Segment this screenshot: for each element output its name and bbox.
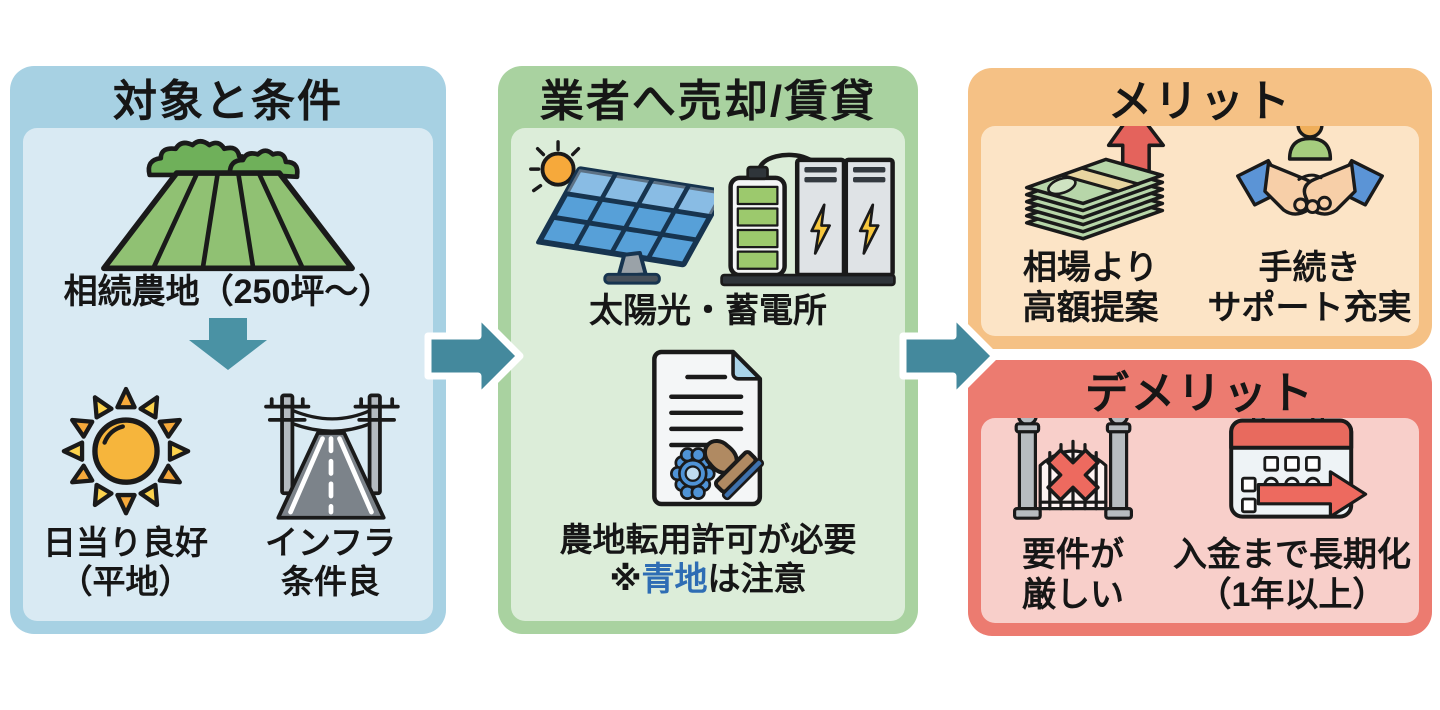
farmland-field-icon xyxy=(88,132,368,272)
farmland-label: 相続農地（250坪〜） xyxy=(63,273,393,311)
panel-conditions: 対象と条件 相続農地（250坪〜） xyxy=(10,66,446,634)
panel-merit-title: メリット xyxy=(1108,77,1292,126)
payment-label-line1: 入金まで長期化 xyxy=(1172,535,1411,574)
support-label-line2: サポート充実 xyxy=(1207,288,1412,327)
panel-demerit: デメリット xyxy=(968,360,1432,636)
infra-label-line2: 条件良 xyxy=(281,563,380,601)
support-column: 手続き サポート充実 xyxy=(1200,126,1419,336)
sunshine-label-line1: 日当り良好 xyxy=(43,524,208,562)
payment-column: 入金まで長期化 （1年以上） xyxy=(1165,418,1419,623)
infra-column: インフラ 条件良 xyxy=(228,374,433,621)
flow-arrow-right-icon xyxy=(422,306,526,406)
solar-label: 太陽光・蓄電所 xyxy=(589,292,827,330)
road-powerline-icon xyxy=(251,374,411,524)
panel-merit: メリット xyxy=(968,68,1432,349)
battery-storage-icon xyxy=(718,147,898,287)
panel-conditions-body: 相続農地（250坪〜） xyxy=(23,128,433,621)
panel-conditions-title: 対象と条件 xyxy=(113,77,343,126)
offer-label-line2: 高額提案 xyxy=(1022,288,1159,327)
merit-columns: 相場より 高額提案 xyxy=(981,126,1419,336)
note-highlight: 青地 xyxy=(641,560,708,598)
sunshine-column: 日当り良好 （平地） xyxy=(23,374,228,621)
conditions-columns: 日当り良好 （平地） xyxy=(23,374,433,621)
sun-icon xyxy=(51,374,201,524)
note-suffix: は注意 xyxy=(707,560,807,598)
flow-arrow-right-icon xyxy=(897,306,1001,406)
solar-battery-row xyxy=(519,136,898,287)
permit-label: 農地転用許可が必要 xyxy=(559,521,857,559)
note-prefix: ※ xyxy=(609,560,642,598)
panel-sale-lease: 業者へ売却/賃貸 xyxy=(498,66,918,634)
support-label-line1: 手続き xyxy=(1258,248,1361,287)
strict-label-line2: 厳しい xyxy=(1021,575,1124,614)
panel-demerit-body: 要件が 厳しい xyxy=(981,418,1419,623)
demerit-columns: 要件が 厳しい xyxy=(981,418,1419,623)
permit-document-stamp-icon xyxy=(632,343,784,513)
money-stack-up-arrow-icon xyxy=(1007,126,1175,244)
solar-panel-sun-icon xyxy=(519,136,714,287)
panel-merit-body: 相場より 高額提案 xyxy=(981,126,1419,336)
infra-label-line1: インフラ xyxy=(264,524,396,562)
handshake-agent-icon xyxy=(1229,126,1391,244)
closed-gate-x-icon xyxy=(997,418,1149,531)
offer-label-line1: 相場より xyxy=(1022,248,1159,287)
panel-demerit-title: デメリット xyxy=(1085,369,1315,418)
panel-sale-body: 太陽光・蓄電所 xyxy=(511,128,905,621)
panel-sale-title: 業者へ売却/賃貸 xyxy=(539,77,877,126)
down-arrow-icon xyxy=(188,316,268,372)
strict-label-line1: 要件が xyxy=(1021,535,1124,574)
strict-column: 要件が 厳しい xyxy=(981,418,1165,623)
payment-label-line2: （1年以上） xyxy=(1197,575,1387,614)
sunshine-label-line2: （平地） xyxy=(59,563,192,601)
calendar-long-term-icon xyxy=(1212,418,1372,531)
permit-note: ※青地は注意 xyxy=(609,560,806,599)
offer-column: 相場より 高額提案 xyxy=(981,126,1200,336)
